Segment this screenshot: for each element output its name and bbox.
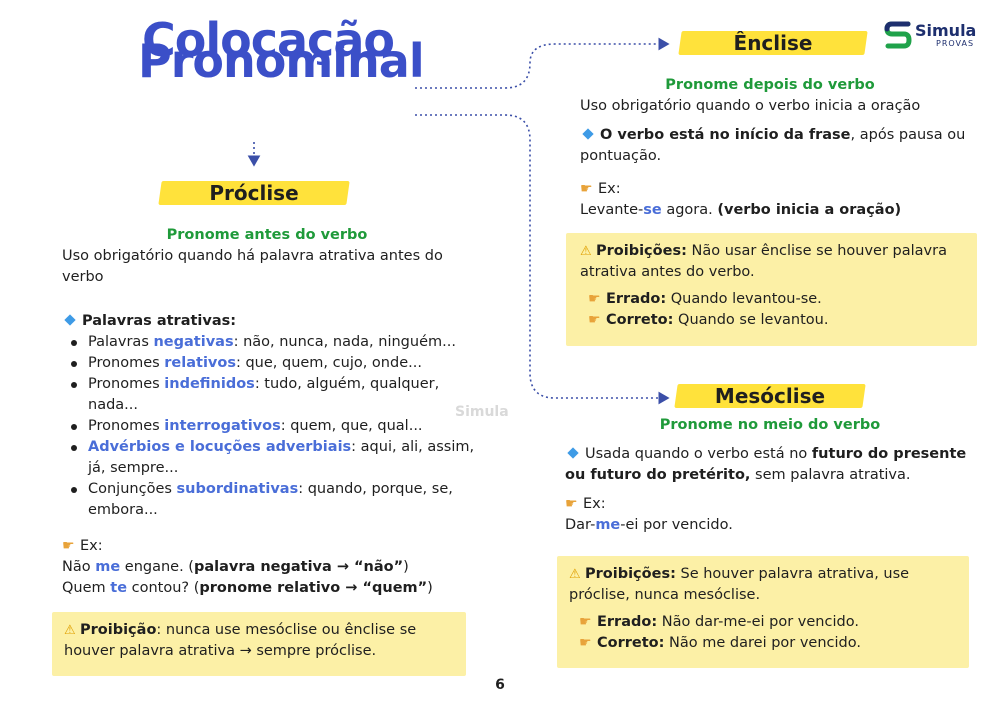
warning-icon: ⚠	[569, 567, 581, 582]
diamond-bullet-icon	[582, 128, 594, 140]
mesoclise-wrong: ☛Errado: Não dar-me-ei por vencido.	[569, 612, 957, 633]
mesoclise-prohibition-box: ⚠Proibições: Se houver palavra atrativa,…	[557, 556, 969, 668]
mesoclise-heading: Mesóclise	[674, 381, 866, 411]
warning-icon: ⚠	[580, 244, 592, 259]
proclise-subtitle: Pronome antes do verbo	[166, 227, 368, 243]
attractive-words-label: Palavras atrativas:	[82, 313, 237, 329]
connector-to-mesoclise	[415, 114, 670, 405]
example-2: Quem te contou? (pronome relativo → “que…	[62, 580, 433, 596]
mesoclise-point: Usada quando o verbo está no futuro do p…	[565, 446, 967, 483]
mesoclise-heading-text: Mesóclise	[714, 384, 826, 408]
list-item: Pronomes relativos: que, quem, cujo, ond…	[62, 353, 482, 374]
enclise-prohibition-box: ⚠Proibições: Não usar ênclise se houver …	[566, 233, 977, 346]
warning-icon: ⚠	[64, 623, 76, 638]
proclise-prohibition-box: ⚠ Proibição: nunca use mesóclise ou êncli…	[52, 612, 466, 676]
enclise-correct: ☛Correto: Quando se levantou.	[578, 310, 965, 331]
mesoclise-example: ☛Ex: Dar-me-ei por vencido.	[565, 496, 733, 533]
title-line-2: Pronominal	[138, 34, 425, 88]
enclise-description: Uso obrigatório quando o verbo inicia a …	[580, 98, 921, 114]
enclise-subtitle: Pronome depois do verbo	[665, 77, 875, 93]
pointing-hand-icon: ☛	[580, 181, 593, 197]
simula-s-icon	[884, 21, 912, 49]
proclise-heading: Próclise	[158, 178, 350, 208]
prohibition-label: Proibição	[80, 622, 157, 638]
logo-name: Simula	[915, 21, 977, 40]
example-1: Não me engane. (palavra negativa → “não”…	[62, 559, 409, 575]
watermark: Simula	[455, 404, 509, 420]
list-item: Palavras negativas: não, nunca, nada, ni…	[62, 332, 482, 353]
mesoclise-subtitle: Pronome no meio do verbo	[659, 417, 881, 433]
simula-logo: Simula PROVAS	[884, 20, 984, 52]
list-item: Pronomes indefinidos: tudo, alguém, qual…	[62, 374, 482, 416]
diamond-bullet-icon	[64, 314, 76, 326]
enclise-heading: Ênclise	[678, 28, 868, 58]
proclise-examples: ☛ Ex: Não me engane. (palavra negativa → …	[62, 536, 482, 599]
mesoclise-correct: ☛Correto: Não me darei por vencido.	[569, 633, 957, 654]
pointing-hand-icon: ☛	[579, 635, 592, 651]
list-item: Pronomes interrogativos: quem, que, qual…	[62, 416, 482, 437]
attractive-words-list: Palavras negativas: não, nunca, nada, ni…	[62, 332, 482, 521]
enclise-point: O verbo está no início da frase, após pa…	[580, 127, 966, 164]
page-title: Colocação Pronominal	[138, 17, 425, 88]
pointing-hand-icon: ☛	[588, 291, 601, 307]
pointing-hand-icon: ☛	[579, 614, 592, 630]
pointing-hand-icon: ☛	[588, 312, 601, 328]
enclise-example: ☛Ex: Levante-se agora. (verbo inicia a o…	[580, 181, 902, 218]
enclise-heading-text: Ênclise	[733, 31, 813, 55]
logo-sub: PROVAS	[936, 39, 975, 48]
pointing-hand-icon: ☛	[565, 496, 578, 512]
example-label: Ex:	[80, 538, 103, 554]
proclise-attractive-words: Palavras atrativas: Palavras negativas: …	[62, 311, 482, 521]
proclise-description: Uso obrigatório quando há palavra atrati…	[62, 248, 443, 285]
proclise-heading-text: Próclise	[209, 181, 299, 205]
connector-to-enclise	[415, 37, 670, 89]
prohibition-text: : nunca use mesóclise ou ênclise se houv…	[64, 622, 417, 659]
list-item: Conjunções subordinativas: quando, porqu…	[62, 479, 482, 521]
diamond-bullet-icon	[567, 447, 579, 459]
list-item: Advérbios e locuções adverbiais: aqui, a…	[62, 437, 482, 479]
page-number: 6	[495, 677, 505, 693]
pointing-hand-icon: ☛	[62, 538, 75, 554]
enclise-wrong: ☛Errado: Quando levantou-se.	[578, 289, 965, 310]
